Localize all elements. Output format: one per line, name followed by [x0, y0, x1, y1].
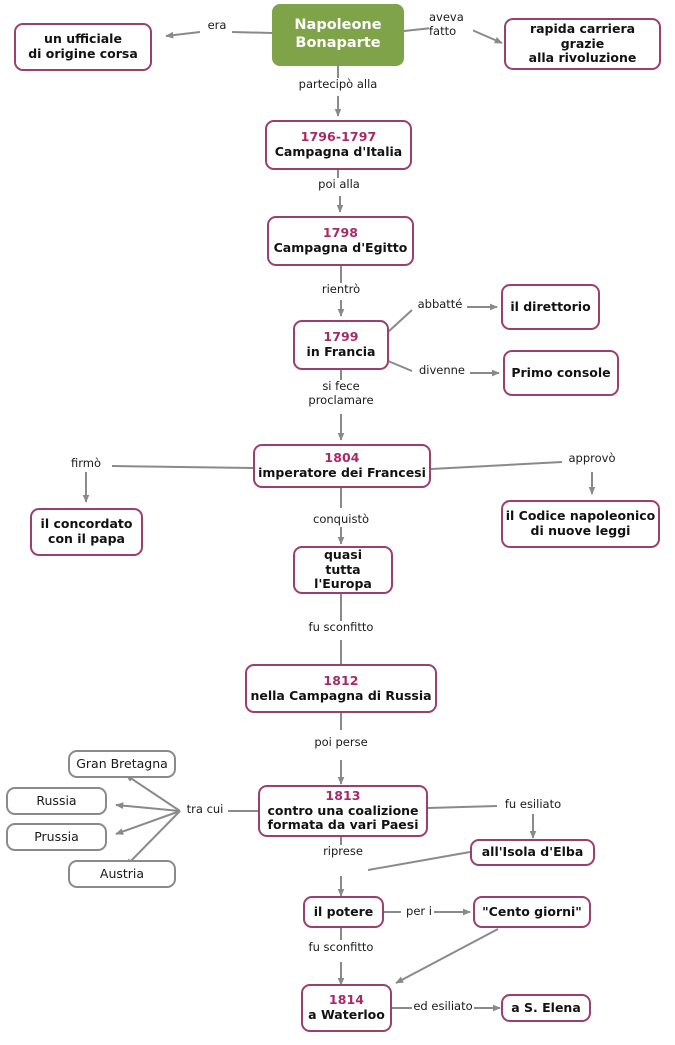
edge-tracui-granbretagna [125, 774, 181, 812]
node-waterloo[interactable]: 1814 a Waterloo [301, 984, 392, 1032]
edge-label-divenne: divenne [414, 363, 470, 378]
node-label: nella Campagna di Russia [250, 687, 432, 703]
edge-label-fu-esiliato: fu esiliato [499, 797, 567, 812]
edge-tracui-prussia [115, 810, 181, 835]
node-label: Austria [99, 865, 145, 881]
node-label: Russia [36, 792, 77, 808]
node-austria[interactable]: Austria [68, 860, 176, 888]
edge-label-firmo: firmò [62, 456, 110, 471]
node-coalizione[interactable]: 1813 contro una coalizione formata da va… [258, 785, 428, 837]
node-label-line2: tutta l'Europa [314, 561, 372, 592]
node-label: Campagna d'Egitto [273, 240, 408, 255]
node-label-line1: il Codice napoleonico [505, 508, 656, 524]
node-year: 1812 [323, 672, 359, 688]
node-napoleone-bonaparte[interactable]: Napoleone Bonaparte [272, 4, 404, 66]
node-label: Gran Bretagna [76, 755, 168, 771]
node-label: a S. Elena [511, 999, 581, 1015]
node-label: Prussia [34, 828, 79, 844]
edge-tracui-austria [125, 810, 181, 867]
node-prussia[interactable]: Prussia [6, 823, 107, 851]
node-year: 1799 [323, 329, 359, 345]
node-codice-napoleonico[interactable]: il Codice napoleonico di nuove leggi [501, 500, 660, 548]
node-campagna-egitto[interactable]: 1798 Campagna d'Egitto [267, 216, 414, 266]
node-label-line1: contro una coalizione [267, 802, 419, 818]
node-label: il potere [313, 903, 374, 919]
node-russia-paese[interactable]: Russia [6, 787, 107, 815]
edge-era-b [165, 31, 201, 39]
edge-label-abbatte: abbatté [413, 297, 467, 312]
node-label-line2: con il papa [48, 531, 125, 546]
node-label: il direttorio [510, 298, 591, 314]
edge-label-poi-alla: poi alla [305, 177, 373, 192]
node-label: Primo console [511, 364, 611, 380]
node-il-potere[interactable]: il potere [303, 896, 384, 928]
node-il-direttorio[interactable]: il direttorio [501, 284, 600, 330]
node-year: 1796-1797 [300, 129, 377, 145]
node-label-line2: alla rivoluzione [528, 50, 637, 66]
node-rapida-carriera[interactable]: rapida carriera grazie alla rivoluzione [504, 18, 661, 70]
node-in-francia[interactable]: 1799 in Francia [293, 320, 389, 370]
node-campagna-russia[interactable]: 1812 nella Campagna di Russia [245, 664, 437, 713]
node-imperatore-dei-francesi[interactable]: 1804 imperatore dei Francesi [253, 444, 431, 488]
node-year: 1798 [322, 225, 359, 241]
edge-approvo-a [430, 461, 563, 470]
edge-aveva-fatto-b [471, 29, 503, 44]
edge-aveva-fatto-a [403, 27, 433, 32]
node-s-elena[interactable]: a S. Elena [501, 994, 591, 1022]
node-primo-console[interactable]: Primo console [503, 350, 619, 396]
edge-label-poi-perse: poi perse [307, 735, 375, 750]
edge-label-aveva-fatto: aveva fatto [429, 10, 473, 39]
node-label-line1: Napoleone [294, 17, 382, 34]
node-label: "Cento giorni" [482, 903, 582, 919]
node-cento-giorni[interactable]: "Cento giorni" [473, 896, 591, 928]
edge-label-per-i: per i [404, 904, 434, 919]
edge-label-conquisto: conquistò [307, 512, 375, 527]
node-label: a Waterloo [308, 1007, 385, 1022]
edge-label-approvo: approvò [563, 451, 621, 466]
node-label-line1: rapida carriera grazie [529, 20, 636, 51]
node-gran-bretagna[interactable]: Gran Bretagna [68, 750, 176, 778]
node-un-ufficiale[interactable]: un ufficiale di origine corsa [14, 23, 152, 71]
node-label: Campagna d'Italia [274, 144, 403, 159]
node-label-line2: di origine corsa [28, 46, 138, 61]
edge-label-tra-cui: tra cui [182, 802, 228, 817]
node-label-line2: di nuove leggi [530, 523, 631, 538]
edge-label-era: era [203, 18, 231, 33]
node-label-line1: un ufficiale [44, 31, 122, 47]
edge-label-fu-sconfitto-1: fu sconfitto [303, 620, 379, 635]
node-isola-elba[interactable]: all'Isola d'Elba [470, 839, 595, 866]
edge-label-fu-sconfitto-2: fu sconfitto [303, 940, 379, 955]
node-label-line1: quasi [323, 546, 362, 562]
node-label-line2: Bonaparte [295, 35, 381, 51]
edge-tracui-russia [115, 802, 181, 812]
edge-divenne-a [387, 360, 413, 372]
node-label-line2: formata da vari Paesi [267, 817, 419, 833]
edge-elba-riprese [367, 851, 471, 871]
node-year: 1804 [324, 450, 360, 466]
edge-era-a [231, 31, 273, 34]
node-label: imperatore dei Francesi [258, 465, 426, 480]
node-label-line1: il concordato [40, 516, 133, 532]
edge-label-ed-esiliato: ed esiliato [412, 999, 474, 1014]
edge-firmo-a [111, 465, 254, 469]
node-quasi-tutta-europa[interactable]: quasi tutta l'Europa [293, 546, 393, 594]
node-year: 1814 [328, 992, 365, 1008]
edge-label-si-fece-proclamare: si fece proclamare [300, 379, 382, 408]
edge-label-riprese: riprese [317, 844, 369, 859]
node-label: all'Isola d'Elba [481, 844, 584, 860]
edge-fuesiliato-a [427, 805, 498, 809]
edge-label-rientro: rientrò [312, 282, 370, 297]
node-campagna-italia[interactable]: 1796-1797 Campagna d'Italia [265, 120, 412, 170]
edge-abbatte-a [387, 309, 413, 333]
node-il-concordato[interactable]: il concordato con il papa [30, 508, 143, 556]
node-year: 1813 [325, 787, 361, 803]
edge-centogiorni-waterloo [395, 928, 499, 984]
edge-label-partecipo-alla: partecipò alla [292, 77, 384, 92]
node-label: in Francia [306, 344, 376, 359]
